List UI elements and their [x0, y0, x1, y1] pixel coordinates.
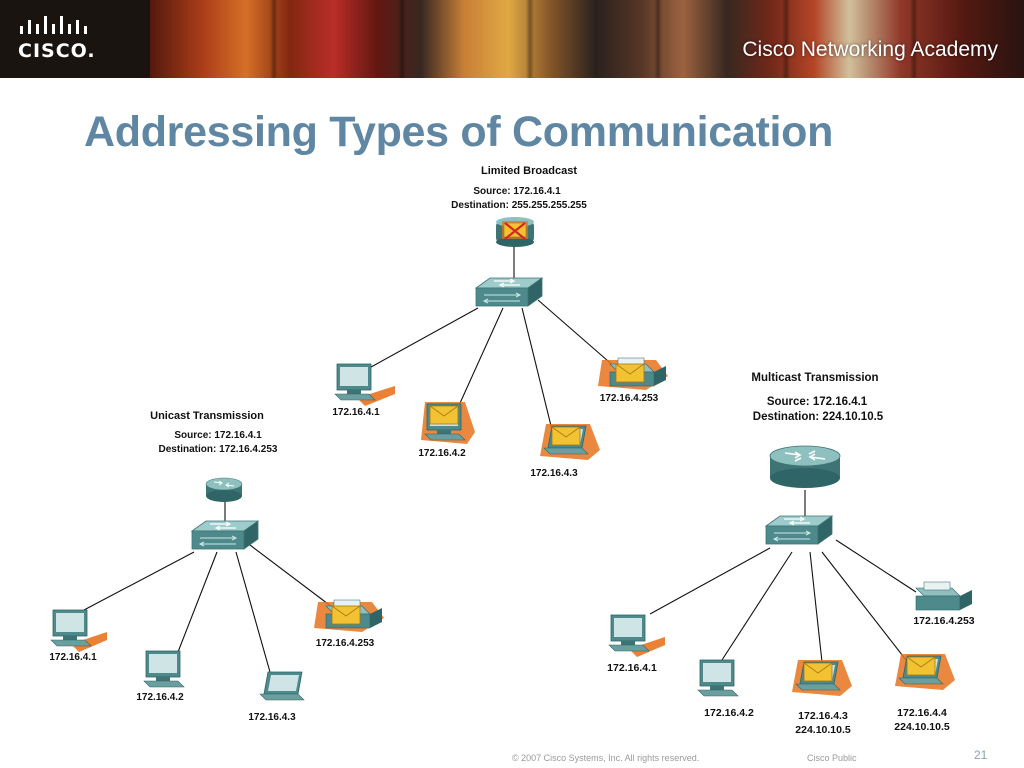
header-banner: CISCO. Cisco Networking Academy	[0, 0, 1024, 78]
footer-copyright: © 2007 Cisco Systems, Inc. All rights re…	[512, 753, 700, 763]
broadcast-links	[361, 246, 617, 435]
broadcast-host-3-laptop-icon	[540, 424, 600, 460]
banner-photo-strip	[150, 0, 1024, 78]
unicast-host-253-printer-icon	[314, 599, 384, 632]
multicast-host-4-group-label: 224.10.10.5	[894, 721, 950, 733]
unicast-switch-icon	[191, 520, 259, 550]
multicast-host-4-laptop-icon	[895, 654, 955, 690]
broadcast-host-253-printer-icon	[598, 357, 668, 390]
multicast-links	[649, 490, 917, 663]
unicast-links	[83, 500, 337, 673]
unicast-host-1-label: 172.16.4.1	[49, 652, 97, 663]
multicast-switch-icon	[765, 515, 833, 545]
page-number: 21	[974, 748, 988, 762]
broadcast-title: Limited Broadcast	[481, 165, 577, 177]
multicast-host-2-pc-icon	[697, 659, 739, 697]
envelope-icon	[906, 656, 936, 676]
multicast-host-253-label: 172.16.4.253	[913, 615, 974, 627]
slide-title: Addressing Types of Communication	[84, 108, 834, 156]
multicast-source: Source: 172.16.4.1	[767, 396, 868, 408]
multicast-host-1-pc-icon	[608, 614, 665, 657]
unicast-host-2-label: 172.16.4.2	[136, 692, 184, 703]
envelope-icon	[429, 405, 459, 425]
multicast-host-2-label: 172.16.4.2	[704, 707, 754, 719]
broadcast-diagram: Limited Broadcast Source: 172.16.4.1 Des…	[332, 165, 668, 479]
broadcast-destination: Destination: 255.255.255.255	[451, 200, 587, 211]
unicast-host-3-laptop-icon	[259, 671, 305, 701]
multicast-host-253-printer-icon	[915, 581, 973, 611]
multicast-host-3-laptop-icon	[792, 660, 852, 696]
envelope-icon	[551, 426, 581, 446]
multicast-host-3-label: 172.16.4.3	[798, 710, 848, 722]
blocked-x-icon	[504, 222, 526, 240]
unicast-host-3-label: 172.16.4.3	[248, 712, 296, 723]
multicast-destination: Destination: 224.10.10.5	[753, 411, 884, 423]
unicast-host-2-pc-icon	[143, 650, 185, 688]
unicast-title: Unicast Transmission	[150, 410, 264, 422]
envelope-icon	[803, 662, 833, 682]
broadcast-switch-icon	[475, 277, 543, 307]
multicast-diagram: Multicast Transmission Source: 172.16.4.…	[607, 372, 975, 736]
multicast-router-icon	[769, 445, 841, 489]
cisco-logo: CISCO.	[18, 14, 96, 64]
unicast-host-253-label: 172.16.4.253	[316, 638, 375, 649]
cisco-bridge-icon	[20, 16, 87, 34]
broadcast-host-3-label: 172.16.4.3	[530, 468, 578, 479]
broadcast-source: Source: 172.16.4.1	[473, 186, 561, 197]
envelope-icon	[331, 605, 361, 625]
academy-name: Cisco Networking Academy	[742, 38, 998, 61]
multicast-host-3-group-label: 224.10.10.5	[795, 724, 851, 736]
broadcast-host-1-pc-icon	[334, 363, 395, 406]
envelope-icon	[615, 363, 645, 383]
footer-classification: Cisco Public	[807, 753, 857, 763]
broadcast-host-253-label: 172.16.4.253	[600, 393, 659, 404]
multicast-host-1-label: 172.16.4.1	[607, 662, 657, 674]
unicast-source: Source: 172.16.4.1	[174, 430, 262, 441]
broadcast-router-icon	[496, 217, 534, 247]
unicast-destination: Destination: 172.16.4.253	[159, 444, 278, 455]
multicast-host-4-label: 172.16.4.4	[897, 707, 947, 719]
broadcast-host-2-label: 172.16.4.2	[418, 448, 466, 459]
cisco-wordmark: CISCO.	[18, 40, 96, 62]
unicast-diagram: Unicast Transmission Source: 172.16.4.1 …	[49, 410, 384, 723]
broadcast-host-2-pc-icon	[421, 402, 475, 444]
unicast-host-1-pc-icon	[50, 609, 107, 652]
multicast-title: Multicast Transmission	[751, 372, 878, 384]
broadcast-host-1-label: 172.16.4.1	[332, 407, 380, 418]
unicast-router-icon	[205, 477, 243, 503]
